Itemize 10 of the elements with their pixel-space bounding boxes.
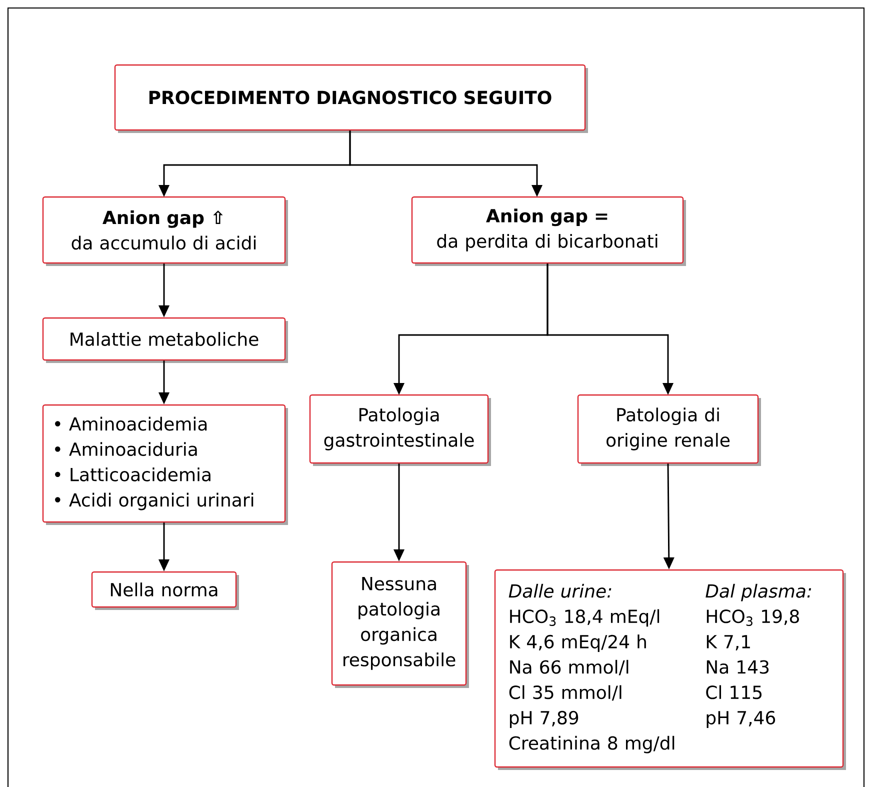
process-box: Nessuna patologia organica responsabile (331, 561, 469, 688)
process-box: Dalle urine: Dal plasma: HCO$_{3}$ 18,4 mEq/l HCO$_{3}$ 19,8 K 4,6 mEq/24 h K 7,1 Na 66 mmol/l Na 143 Cl 35 mmol/l Cl 115 pH 7,89 pH 7,46 Creatinina 8 mg/dl (494, 569, 846, 770)
process-box: Anion gap = da perdita di bicarbonati (411, 196, 686, 266)
process-box: Nella norma (91, 571, 239, 610)
process-box: Malattie metaboliche (42, 317, 288, 363)
process-box: • Aminoacidemia • Aminoaciduria • Latticoacidemia • Acidi organici urinari (42, 404, 288, 525)
process-box: PROCEDIMENTO DIAGNOSTICO SEGUITO (114, 64, 588, 133)
process-box: Patologia di origine renale (577, 394, 761, 466)
process-box: Anion gap ⇧ da accumulo di acidi (42, 196, 288, 266)
process-box: Patologia gastrointestinale (309, 394, 491, 466)
